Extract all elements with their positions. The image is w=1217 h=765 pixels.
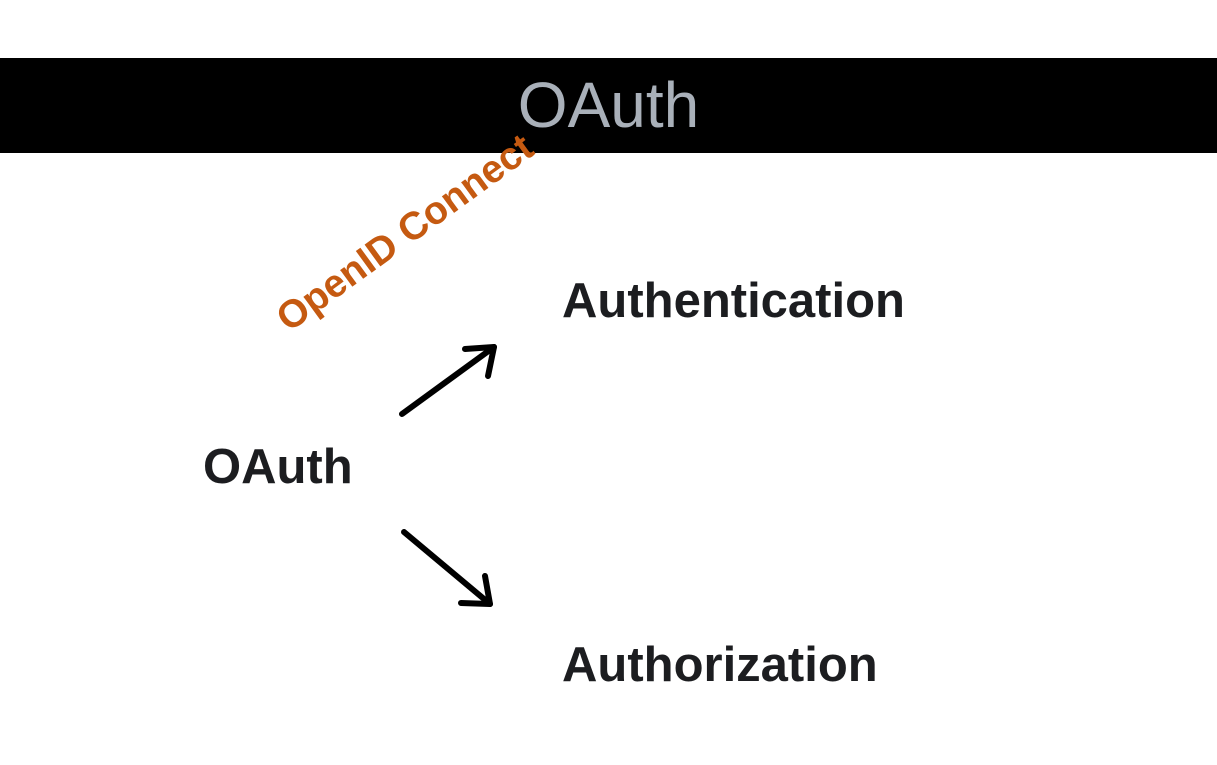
title-bar: OAuth (0, 58, 1217, 153)
target-node-authentication: Authentication (562, 274, 905, 328)
source-node-oauth: OAuth (203, 440, 353, 494)
arrow-to-authentication (399, 344, 497, 417)
page-title: OAuth (517, 69, 700, 141)
arrow-to-authorization (401, 529, 493, 607)
target-node-authorization: Authorization (562, 638, 878, 692)
